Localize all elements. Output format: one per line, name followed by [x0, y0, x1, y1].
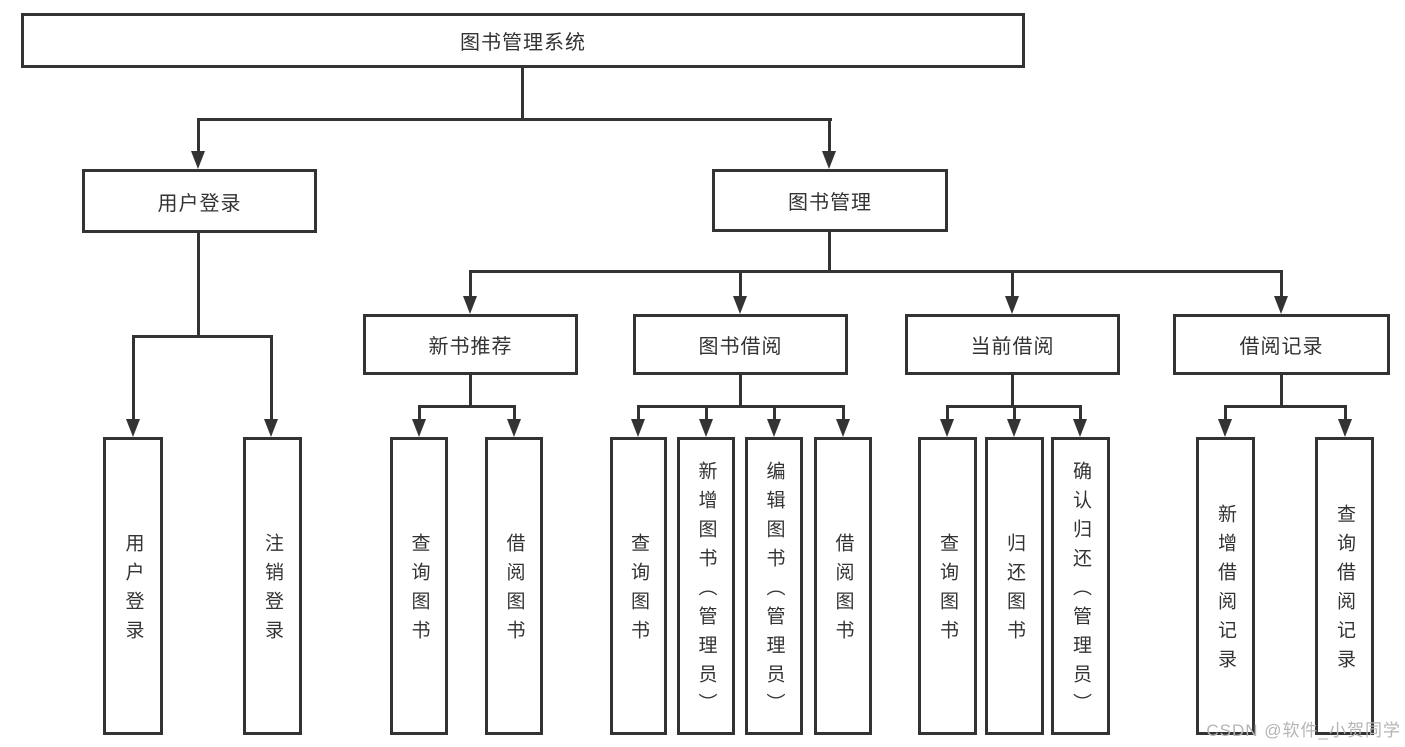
- connector-records-stem: [1280, 374, 1283, 408]
- node-new-book-recommend: 新书推荐: [363, 314, 578, 375]
- leaf-current-query-books-label: 查询图书: [937, 533, 958, 649]
- connector-userlogin-rail: [132, 335, 273, 338]
- connector-recommend-rail: [418, 405, 516, 408]
- connector-records-drop-2: [1344, 405, 1347, 421]
- leaf-borrow-add-books-admin-label: 新增图书（管理员）: [695, 460, 717, 722]
- node-current-borrow-label: 当前借阅: [970, 336, 1055, 358]
- arrowhead-book-borrow: [733, 296, 747, 314]
- arrowhead-records-query: [1338, 419, 1352, 437]
- connector-bookborrow-rail: [637, 405, 845, 408]
- connector-root-drop-right: [828, 118, 831, 152]
- leaf-current-query-books: 查询图书: [918, 437, 977, 735]
- arrowhead-book-management: [822, 151, 836, 169]
- connector-userlogin-stem: [197, 233, 200, 338]
- node-user-login-label: 用户登录: [157, 192, 242, 215]
- connector-bookborrow-drop-3: [773, 405, 776, 421]
- leaf-current-confirm-return-admin: 确认归还（管理员）: [1051, 437, 1110, 735]
- arrowhead-currentborrow-confirm: [1073, 419, 1087, 437]
- connector-bookmgmt-drop-4: [1280, 270, 1283, 298]
- leaf-current-confirm-return-admin-label: 确认归还（管理员）: [1070, 460, 1091, 722]
- connector-root-rail: [197, 118, 832, 121]
- connector-bookmgmt-rail: [469, 270, 1283, 273]
- connector-bookmgmt-drop-2: [739, 270, 742, 298]
- arrowhead-user-login: [191, 151, 205, 169]
- arrowhead-currentborrow-return: [1007, 419, 1021, 437]
- leaf-current-return-books-label: 归还图书: [1004, 533, 1025, 649]
- leaf-current-return-books: 归还图书: [985, 437, 1044, 735]
- arrowhead-records-add: [1218, 419, 1232, 437]
- arrowhead-bookborrow-edit: [767, 419, 781, 437]
- node-current-borrow: 当前借阅: [905, 314, 1120, 375]
- arrowhead-recommend-borrow: [507, 419, 521, 437]
- arrowhead-bookborrow-query: [631, 419, 645, 437]
- leaf-logout-label: 注销登录: [262, 533, 283, 649]
- connector-bookborrow-drop-4: [842, 405, 845, 421]
- node-root: 图书管理系统: [21, 13, 1025, 68]
- node-new-book-recommend-label: 新书推荐: [428, 336, 513, 358]
- node-user-login: 用户登录: [82, 169, 317, 233]
- arrowhead-bookborrow-add: [699, 419, 713, 437]
- connector-currentborrow-stem: [1011, 375, 1014, 408]
- connector-recommend-stem: [469, 375, 472, 408]
- arrowhead-leaf-user-login: [126, 419, 140, 437]
- connector-recommend-drop-2: [513, 405, 516, 421]
- connector-userlogin-drop-1: [132, 335, 135, 420]
- arrowhead-new-book-recommend: [463, 296, 477, 314]
- leaf-logout: 注销登录: [243, 437, 302, 735]
- node-root-label: 图书管理系统: [460, 32, 586, 54]
- leaf-user-login: 用户登录: [103, 437, 163, 735]
- connector-currentborrow-drop-1: [946, 405, 949, 421]
- connector-root-drop-left: [197, 118, 200, 152]
- leaf-borrow-borrow-books-label: 借阅图书: [832, 533, 854, 649]
- leaf-user-login-label: 用户登录: [122, 533, 144, 649]
- connector-bookborrow-drop-1: [637, 405, 640, 421]
- connector-records-drop-1: [1224, 405, 1227, 421]
- connector-bookmgmt-drop-3: [1011, 270, 1014, 298]
- leaf-borrow-query-books-label: 查询图书: [628, 533, 649, 649]
- connector-bookmgmt-stem: [828, 232, 831, 273]
- node-book-management: 图书管理: [712, 169, 948, 232]
- connector-recommend-drop-1: [418, 405, 421, 421]
- node-borrow-records: 借阅记录: [1173, 314, 1390, 375]
- connector-records-rail: [1224, 405, 1347, 408]
- leaf-records-add-record: 新增借阅记录: [1196, 437, 1255, 735]
- connector-bookborrow-drop-2: [705, 405, 708, 421]
- leaf-records-query-record: 查询借阅记录: [1315, 437, 1374, 735]
- arrowhead-current-borrow: [1005, 296, 1019, 314]
- arrowhead-bookborrow-borrow: [836, 419, 850, 437]
- leaf-borrow-borrow-books: 借阅图书: [814, 437, 872, 735]
- leaf-borrow-edit-books-admin-label: 编辑图书（管理员）: [763, 460, 785, 722]
- leaf-recommend-borrow-books: 借阅图书: [485, 437, 543, 735]
- connector-currentborrow-drop-2: [1013, 405, 1016, 421]
- node-book-borrow-label: 图书借阅: [698, 336, 783, 358]
- leaf-recommend-query-books-label: 查询图书: [408, 533, 430, 649]
- leaf-recommend-query-books: 查询图书: [390, 437, 448, 735]
- leaf-records-add-record-label: 新增借阅记录: [1215, 504, 1236, 678]
- connector-bookborrow-stem: [739, 375, 742, 408]
- leaf-borrow-edit-books-admin: 编辑图书（管理员）: [745, 437, 803, 735]
- connector-userlogin-drop-2: [270, 335, 273, 420]
- arrowhead-currentborrow-query: [940, 419, 954, 437]
- connector-root-stem: [521, 66, 524, 121]
- leaf-borrow-query-books: 查询图书: [610, 437, 667, 735]
- connector-bookmgmt-drop-1: [469, 270, 472, 298]
- arrowhead-borrow-records: [1274, 296, 1288, 314]
- watermark: CSDN @软件_小贺同学: [1206, 721, 1401, 740]
- leaf-recommend-borrow-books-label: 借阅图书: [503, 533, 525, 649]
- arrowhead-leaf-logout: [264, 419, 278, 437]
- node-book-management-label: 图书管理: [788, 192, 872, 214]
- node-borrow-records-label: 借阅记录: [1239, 336, 1324, 358]
- connector-currentborrow-drop-3: [1079, 405, 1082, 421]
- leaf-borrow-add-books-admin: 新增图书（管理员）: [677, 437, 735, 735]
- node-book-borrow: 图书借阅: [633, 314, 848, 375]
- leaf-records-query-record-label: 查询借阅记录: [1334, 504, 1355, 678]
- arrowhead-recommend-query: [412, 419, 426, 437]
